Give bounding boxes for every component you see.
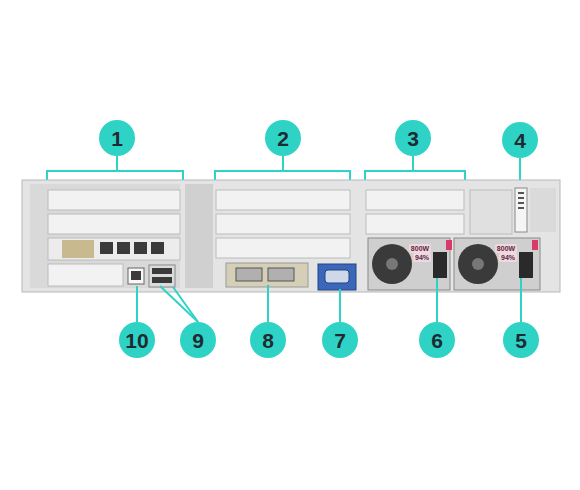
callout-number: 6 xyxy=(431,330,443,351)
callout-number: 3 xyxy=(407,128,419,149)
callout-circle: 8 xyxy=(250,322,286,358)
psu-rating: 94% xyxy=(499,253,517,262)
callout-circle: 1 xyxy=(99,120,135,156)
callout-number: 4 xyxy=(514,130,526,151)
psu-rating: 800W xyxy=(409,244,431,253)
psu-rating: 800W xyxy=(495,244,517,253)
callout-number: 9 xyxy=(192,330,204,351)
callout-number: 1 xyxy=(111,128,123,149)
callout-number: 7 xyxy=(334,330,346,351)
psu-rating: 94% xyxy=(413,253,431,262)
leader-line xyxy=(137,278,521,322)
callout-circle: 4 xyxy=(502,122,538,158)
callout-number: 5 xyxy=(515,330,527,351)
callout-number: 2 xyxy=(277,128,289,149)
callout-circle: 7 xyxy=(322,322,358,358)
callout-number: 10 xyxy=(125,330,148,351)
callout-circle: 10 xyxy=(119,322,155,358)
callout-circle: 5 xyxy=(503,322,539,358)
callout-circle: 9 xyxy=(180,322,216,358)
callout-circle: 6 xyxy=(419,322,455,358)
callout-circle: 2 xyxy=(265,120,301,156)
callout-number: 8 xyxy=(262,330,274,351)
callout-circle: 3 xyxy=(395,120,431,156)
